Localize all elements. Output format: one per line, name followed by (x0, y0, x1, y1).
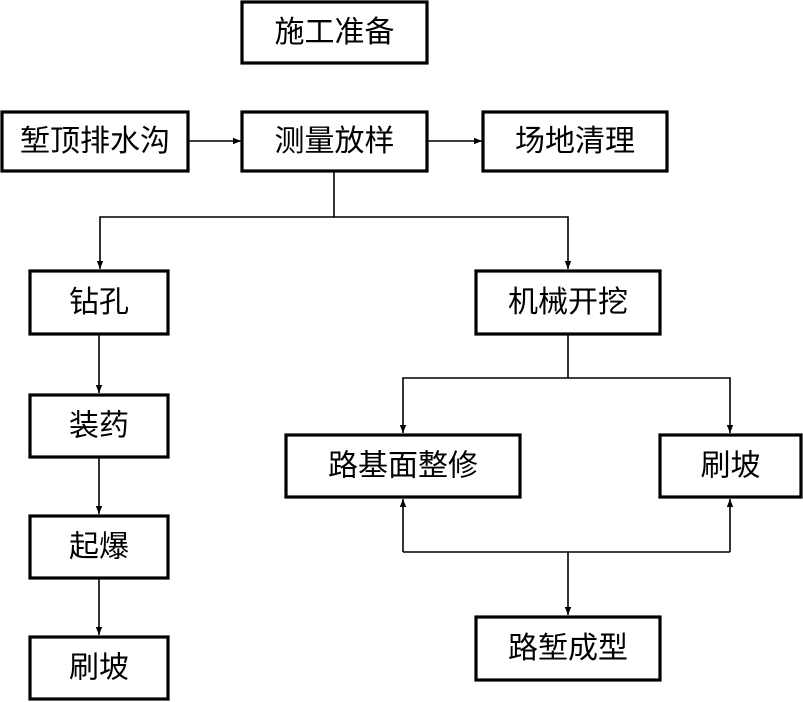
node-cut-top-ditch-label: 堑顶排水沟 (20, 124, 170, 159)
node-mech-excavation-label: 机械开挖 (508, 285, 628, 320)
edge-survey-to-excavation (334, 216, 572, 269)
node-blasting-label: 起爆 (69, 530, 129, 565)
node-mech-excavation: 机械开挖 (474, 269, 662, 336)
edge-excavation-split (399, 334, 569, 433)
node-drilling: 钻孔 (28, 269, 170, 336)
node-blasting: 起爆 (28, 514, 170, 580)
edge-excavation-to-slope-right (568, 377, 734, 433)
node-slope-trim-left: 刷坡 (28, 635, 170, 701)
node-subgrade-trimming-label: 路基面整修 (328, 449, 478, 484)
node-cut-forming: 路堑成型 (474, 615, 662, 682)
node-survey-layout-label: 测量放样 (275, 124, 395, 159)
node-drilling-label: 钻孔 (69, 285, 129, 320)
node-site-clearing-label: 场地清理 (515, 124, 635, 159)
node-cut-forming-label: 路堑成型 (508, 631, 628, 666)
node-construction-prep-label: 施工准备 (275, 15, 395, 50)
node-slope-trim-right-label: 刷坡 (701, 449, 761, 484)
edge-survey-split (96, 171, 335, 269)
node-charging-label: 装药 (69, 409, 129, 444)
node-site-clearing: 场地清理 (481, 110, 669, 173)
node-survey-layout: 测量放样 (240, 110, 429, 173)
node-slope-trim-left-label: 刷坡 (69, 651, 129, 686)
node-subgrade-trimming: 路基面整修 (284, 433, 522, 499)
node-cut-top-ditch: 堑顶排水沟 (0, 110, 190, 173)
node-slope-trim-right: 刷坡 (658, 433, 803, 499)
node-charging: 装药 (28, 393, 170, 459)
node-construction-prep: 施工准备 (240, 0, 429, 65)
